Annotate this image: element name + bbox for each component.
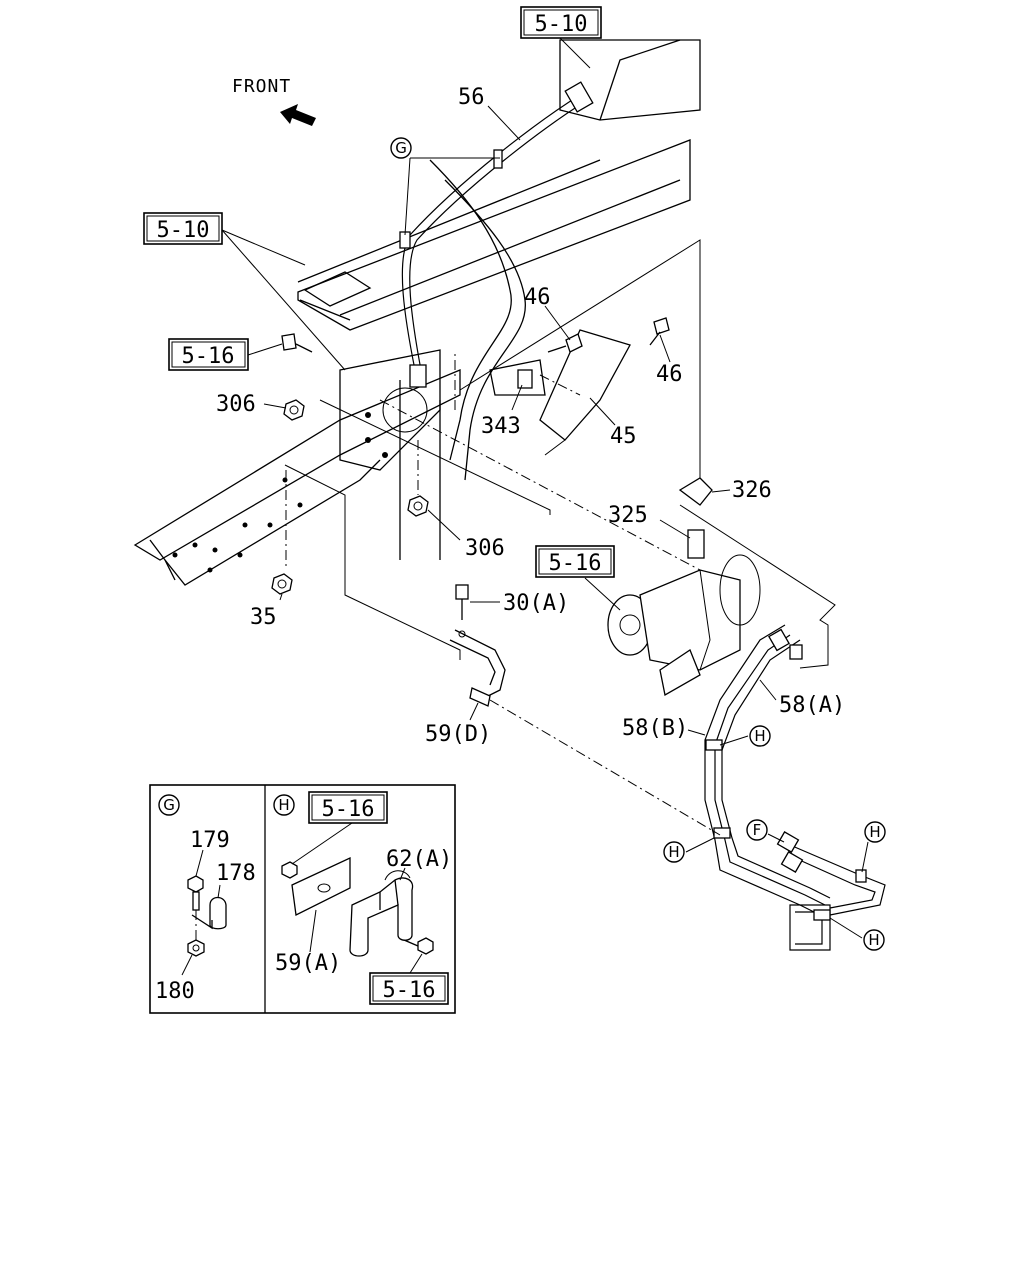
circle-h-3: H bbox=[864, 821, 886, 843]
callout-56: 56 bbox=[458, 85, 485, 110]
ref-box-top[interactable]: 5-10 bbox=[520, 6, 602, 39]
ref-box-516-left[interactable]: 5-16 bbox=[168, 338, 249, 371]
clamp-62a bbox=[349, 870, 414, 957]
callout-59a: 59(A) bbox=[275, 951, 341, 976]
svg-text:H: H bbox=[754, 727, 765, 745]
bolt-h bbox=[403, 937, 434, 955]
ref-text: 5-16 bbox=[549, 551, 602, 576]
svg-text:H: H bbox=[668, 843, 679, 861]
nut-h bbox=[281, 861, 298, 879]
callout-30a: 30(A) bbox=[503, 591, 569, 616]
nut-306-b bbox=[407, 495, 429, 517]
front-label: FRONT bbox=[232, 76, 291, 97]
circle-g-main: G bbox=[390, 137, 412, 159]
leader-lines bbox=[221, 37, 869, 939]
svg-text:H: H bbox=[869, 823, 880, 841]
ref-box-516-h-bottom[interactable]: 5-16 bbox=[369, 972, 449, 1005]
svg-text:H: H bbox=[278, 796, 289, 814]
callout-58a: 58(A) bbox=[779, 693, 845, 718]
front-indicator: FRONT bbox=[232, 76, 316, 126]
pad-59a bbox=[291, 856, 351, 916]
pipe-58 bbox=[704, 624, 886, 951]
ref-box-516-h-top[interactable]: 5-16 bbox=[308, 791, 388, 824]
circle-h-4: H bbox=[863, 929, 885, 951]
phantom-lines bbox=[284, 239, 836, 836]
callout-178: 178 bbox=[216, 861, 256, 886]
ref-text: 5-10 bbox=[157, 218, 210, 243]
front-arrow-icon bbox=[280, 104, 316, 126]
svg-text:F: F bbox=[753, 821, 762, 839]
bolt-5-16-left bbox=[281, 333, 313, 353]
circle-f-1: F bbox=[746, 819, 768, 841]
bolt-46-b bbox=[649, 317, 670, 346]
ref-text: 5-10 bbox=[535, 12, 588, 37]
circle-g-panel: G bbox=[158, 794, 180, 816]
callout-35: 35 bbox=[250, 605, 277, 630]
bracket-59d bbox=[449, 584, 506, 707]
circle-h-panel: H bbox=[273, 794, 295, 816]
callout-326: 326 bbox=[732, 478, 772, 503]
callout-62a: 62(A) bbox=[386, 847, 452, 872]
ref-text: 5-16 bbox=[322, 797, 375, 822]
callout-180: 180 bbox=[155, 979, 195, 1004]
callout-46-b: 46 bbox=[656, 362, 683, 387]
bracket-45 bbox=[489, 329, 631, 441]
frame-upper-rail bbox=[297, 39, 701, 560]
svg-text:G: G bbox=[163, 796, 175, 814]
nut-306-a bbox=[283, 399, 305, 421]
callout-59d: 59(D) bbox=[425, 722, 491, 747]
bolt-46-a bbox=[547, 333, 583, 353]
ref-box-left[interactable]: 5-10 bbox=[143, 212, 223, 245]
power-steering-pump bbox=[607, 477, 761, 697]
callout-306-a: 306 bbox=[216, 392, 256, 417]
callout-343: 343 bbox=[481, 414, 521, 439]
circle-h-1: H bbox=[749, 725, 771, 747]
ref-text: 5-16 bbox=[182, 344, 235, 369]
svg-text:G: G bbox=[395, 139, 407, 157]
ref-box-516-pump[interactable]: 5-16 bbox=[535, 545, 615, 578]
circle-h-2: H bbox=[663, 841, 685, 863]
callout-45: 45 bbox=[610, 424, 637, 449]
callout-325: 325 bbox=[608, 503, 648, 528]
callout-58b: 58(B) bbox=[622, 716, 688, 741]
nut-180 bbox=[187, 939, 205, 957]
ref-text: 5-16 bbox=[383, 978, 436, 1003]
hose-56 bbox=[399, 81, 594, 388]
nut-35 bbox=[271, 573, 293, 595]
svg-text:H: H bbox=[868, 931, 879, 949]
callout-46-a: 46 bbox=[524, 285, 551, 310]
frame-lower-rail bbox=[133, 349, 461, 586]
clip-178 bbox=[191, 896, 227, 930]
detail-panel: G 179 178 180 H 5-16 bbox=[149, 784, 456, 1014]
callout-306-b: 306 bbox=[465, 536, 505, 561]
callout-179: 179 bbox=[190, 828, 230, 853]
